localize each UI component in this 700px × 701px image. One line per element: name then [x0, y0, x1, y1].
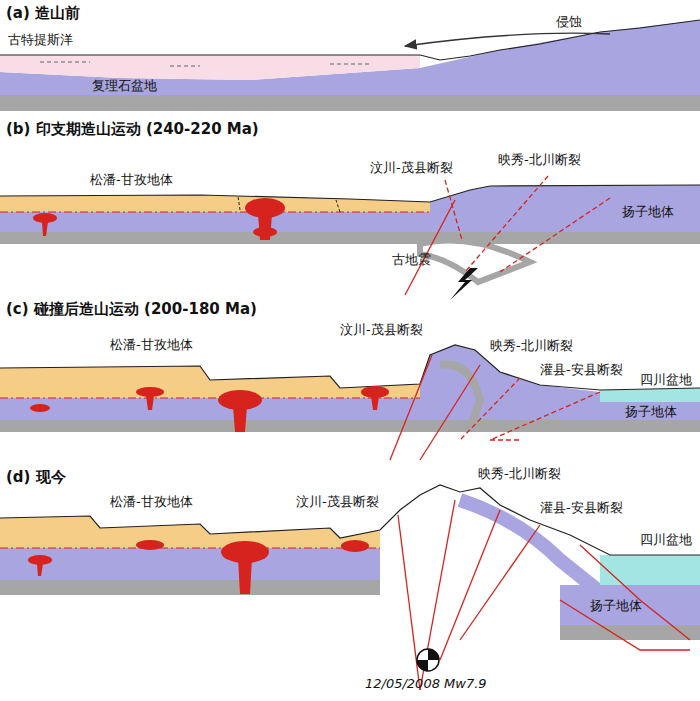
- section-label: 12/05/2008 Mw7.9: [365, 676, 487, 692]
- section-label: 汶川-茂县断裂: [370, 160, 453, 176]
- section-label: 复理石盆地: [92, 78, 157, 94]
- section-label: 扬子地体: [625, 404, 677, 420]
- section-label: 四川盆地: [640, 372, 692, 388]
- section-label: 映秀-北川断裂: [490, 338, 573, 354]
- panel-title: (d) 现今: [6, 468, 66, 486]
- section-label: 映秀-北川断裂: [498, 152, 581, 168]
- section-label: 汶川-茂县断裂: [340, 322, 423, 338]
- section-label: 松潘-甘孜地体: [110, 494, 193, 510]
- panel-title: (b) 印支期造山运动 (240-220 Ma): [6, 120, 259, 138]
- section-label: 松潘-甘孜地体: [110, 337, 193, 353]
- panel-title: (c) 碰撞后造山运动 (200-180 Ma): [6, 300, 257, 318]
- section-label: 侵蚀: [556, 14, 582, 30]
- panel-title: (a) 造山前: [6, 4, 80, 22]
- section-label: 古特提斯洋: [8, 32, 73, 48]
- section-label: 灌县-安县断裂: [540, 362, 623, 378]
- section-label: 灌县-安县断裂: [540, 500, 623, 516]
- section-label: 映秀-北川断裂: [478, 466, 561, 482]
- section-label: 扬子地体: [622, 204, 674, 220]
- section-label: 扬子地体: [590, 598, 642, 614]
- section-label: 松潘-甘孜地体: [90, 172, 173, 188]
- section-label: 汶川-茂县断裂: [296, 494, 379, 510]
- section-label: 古地震: [392, 252, 431, 268]
- section-label: 四川盆地: [640, 532, 692, 548]
